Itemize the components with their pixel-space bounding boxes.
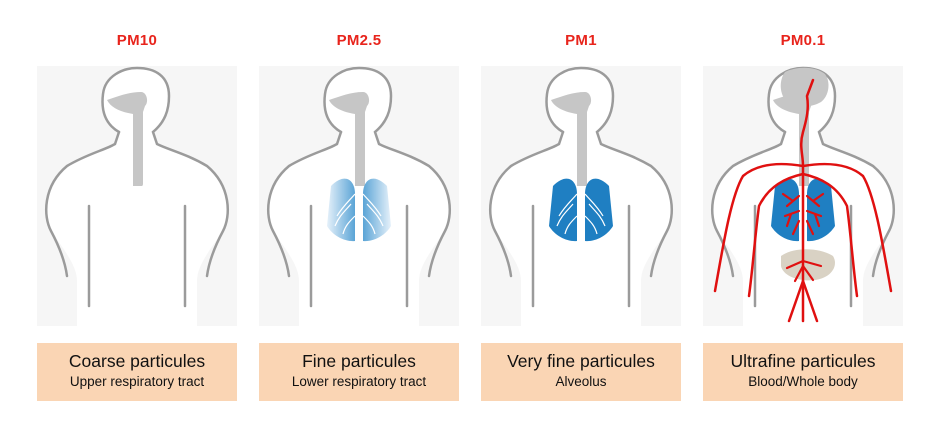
pm1-caption: Very fine particules Alveolus	[481, 343, 681, 401]
pm0-1-caption: Ultrafine particules Blood/Whole body	[703, 343, 903, 401]
human-silhouette-icon	[711, 66, 895, 326]
panel-pm0-1: PM0.1 Ultrafine particules Blood/Whole b…	[703, 0, 903, 446]
pm10-category: Coarse particules	[68, 351, 206, 371]
pm0-1-reach: Blood/Whole body	[748, 374, 858, 389]
pm2-5-caption: Fine particules Lower respiratory tract	[259, 343, 459, 401]
human-silhouette-icon	[45, 66, 229, 326]
pm10-caption: Coarse particules Upper respiratory trac…	[37, 343, 237, 401]
pm10-reach: Upper respiratory tract	[69, 374, 205, 389]
human-silhouette-icon	[489, 66, 673, 326]
pm0-1-label: PM0.1	[780, 32, 826, 49]
pm10-label: PM10	[116, 32, 158, 49]
pm2-5-reach: Lower respiratory tract	[291, 374, 427, 389]
liver-icon	[781, 249, 835, 281]
pm1-category: Very fine particules	[507, 351, 655, 371]
pm2-5-category: Fine particules	[302, 351, 416, 371]
panel-pm2-5: PM2.5 Fine particule	[259, 0, 459, 446]
pm1-label: PM1	[565, 32, 597, 49]
pm10-figure	[37, 66, 237, 326]
pm1-figure	[481, 66, 681, 326]
panel-pm10: PM10 Coarse particules Upper respiratory…	[37, 0, 237, 446]
pm2-5-figure	[259, 66, 459, 326]
pm1-reach: Alveolus	[555, 374, 607, 389]
pm0-1-category: Ultrafine particules	[730, 351, 876, 371]
human-silhouette-icon	[267, 66, 451, 326]
pm0-1-figure	[703, 66, 903, 326]
panel-pm1: PM1 Very fine particules Alveolus	[481, 0, 681, 446]
pm2-5-label: PM2.5	[336, 32, 382, 49]
